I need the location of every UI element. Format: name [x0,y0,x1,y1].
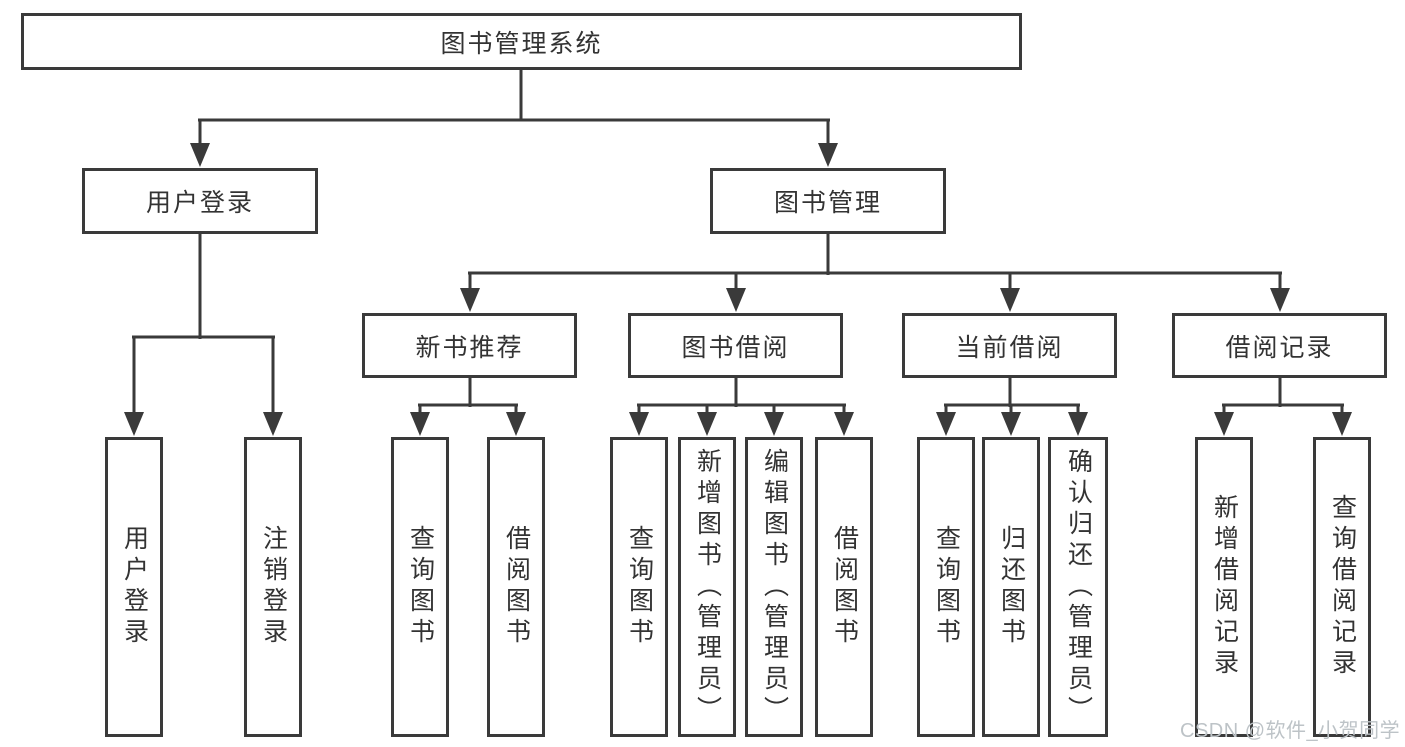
leaf-newbook-query-books: 查询图书 [391,437,449,737]
leaf-borrow-query-books: 查询图书 [610,437,668,737]
leaf-user-login: 用户登录 [105,437,163,737]
connectors-borrow-to-leaves [629,377,854,436]
leaf-records-add-record: 新增借阅记录 [1195,437,1253,737]
connectors-login-to-leaves [124,233,283,436]
leaf-records-query-record: 查询借阅记录 [1313,437,1371,737]
connectors-records-to-leaves [1214,377,1352,436]
connectors-management-to-level3 [460,233,1290,312]
leaf-current-confirm-return-admin: 确认归还（管理员） [1048,437,1108,737]
connectors-root-to-level2 [190,69,838,167]
connectors-current-to-leaves [936,377,1088,436]
leaf-borrow-edit-books-admin: 编辑图书（管理员） [745,437,803,737]
leaf-borrow-add-books-admin: 新增图书（管理员） [678,437,736,737]
leaf-newbook-borrow-books: 借阅图书 [487,437,545,737]
watermark: CSDN @软件_小贺同学 [1180,720,1401,742]
node-book-management: 图书管理 [710,168,946,234]
node-book-borrowing: 图书借阅 [628,313,843,378]
leaf-current-return-books: 归还图书 [982,437,1040,737]
node-borrowing-records: 借阅记录 [1172,313,1387,378]
node-new-book-recommendation: 新书推荐 [362,313,577,378]
connectors-newbook-to-leaves [410,377,526,436]
node-user-login: 用户登录 [82,168,318,234]
leaf-current-query-books: 查询图书 [917,437,975,737]
leaf-borrow-borrow-books: 借阅图书 [815,437,873,737]
node-root: 图书管理系统 [21,13,1022,70]
leaf-logout-login: 注销登录 [244,437,302,737]
node-current-borrowing: 当前借阅 [902,313,1117,378]
